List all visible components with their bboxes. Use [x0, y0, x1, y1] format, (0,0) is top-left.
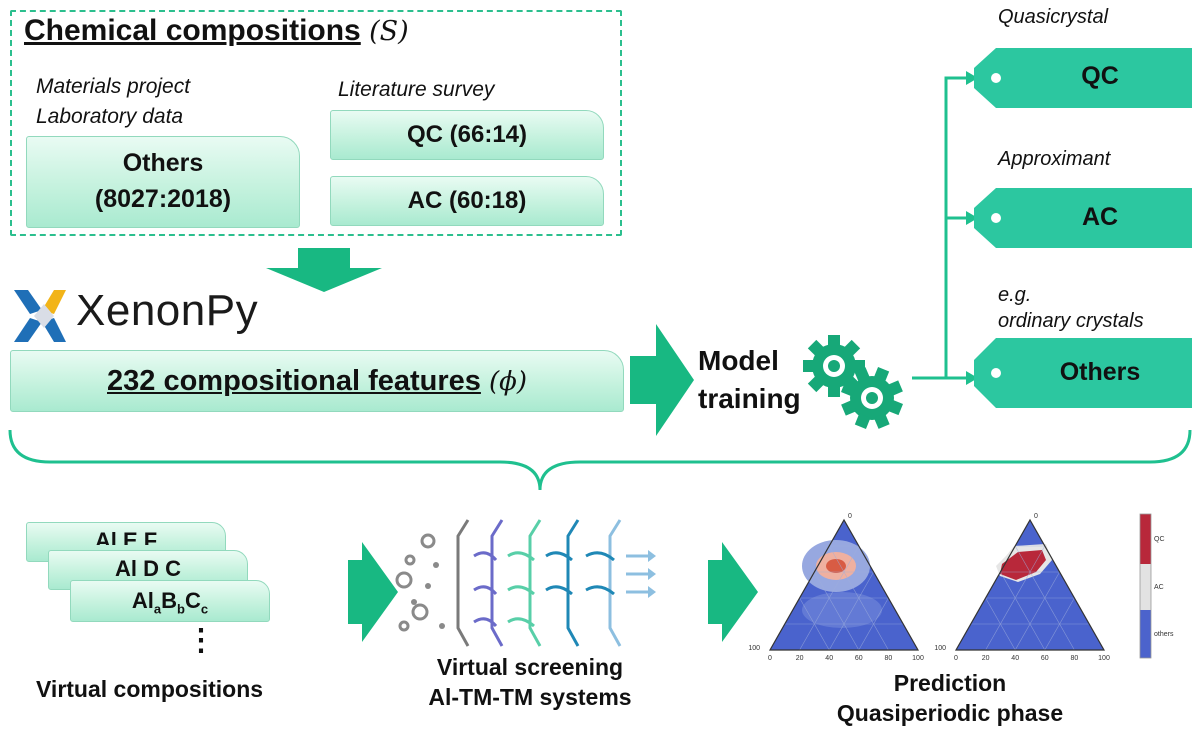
ac-data-card: AC (60:18) — [330, 176, 604, 226]
screening-to-prediction-arrow — [708, 542, 758, 642]
tag-qc-title: QC — [1081, 62, 1119, 90]
legend-others: others — [1154, 631, 1174, 638]
virtual-card-front: AlaBbCc — [70, 580, 270, 622]
compositions-title-wrap: Chemical compositions (S) — [24, 14, 409, 48]
tag-others-title: Others — [1059, 358, 1141, 386]
svg-text:60: 60 — [1041, 655, 1049, 662]
svg-text:100: 100 — [748, 645, 760, 652]
prediction-line1: Prediction — [893, 670, 1007, 696]
svg-text:40: 40 — [1011, 655, 1019, 662]
svg-text:80: 80 — [1071, 655, 1079, 662]
grouping-brace — [8, 429, 1192, 491]
virtual-ellipsis: ⋮ — [186, 624, 216, 657]
screening-line1: Virtual screening — [436, 654, 624, 680]
data-sources: Materials project Laboratory data — [36, 72, 190, 132]
output-tags — [974, 48, 1192, 408]
virtual-card-back-text: Al E F — [94, 528, 158, 545]
model-line1: Model — [698, 345, 779, 376]
tag-others-shape — [974, 338, 1192, 408]
virtual-compositions-caption: Virtual compositions — [36, 676, 264, 702]
formula-sub-a: a — [153, 601, 162, 617]
compositions-to-screening-arrow — [348, 542, 398, 642]
literature-survey-label: Literature survey — [338, 78, 495, 101]
formula-sub-c: c — [200, 601, 209, 617]
prediction-caption: Prediction Quasiperiodic phase — [820, 668, 1080, 728]
compositions-symbol: (S) — [369, 16, 409, 47]
label-ordinary-crystals: e.g. ordinary crystals — [998, 282, 1144, 334]
down-arrow — [266, 248, 382, 292]
svg-text:100: 100 — [1098, 655, 1110, 662]
screening-line2: Al-TM-TM systems — [428, 684, 632, 710]
source-laboratory-data: Laboratory data — [36, 105, 184, 128]
label-approximant: Approximant — [998, 148, 1111, 170]
xenonpy-logo-icon — [14, 290, 66, 342]
legend-ac: AC — [1154, 584, 1164, 591]
svg-text:0: 0 — [954, 655, 958, 662]
prediction-line2: Quasiperiodic phase — [836, 700, 1064, 726]
label-ordinary: ordinary crystals — [998, 310, 1144, 332]
svg-text:40: 40 — [825, 655, 833, 662]
ternary-plot-predicted — [768, 518, 920, 651]
formula-b: B — [161, 588, 178, 613]
svg-text:100: 100 — [934, 645, 946, 652]
xenonpy-name: XenonPy — [76, 286, 259, 335]
chemical-compositions-box — [10, 10, 622, 236]
ternary-ticks-2: 0 20 40 60 80 100 0 100 — [934, 513, 1110, 662]
tag-ac-shape — [974, 188, 1192, 248]
label-eg: e.g. — [998, 284, 1032, 306]
others-card-count: (8027:2018) — [94, 185, 232, 213]
qc-data-card: QC (66:14) — [330, 110, 604, 160]
features-card: 232 compositional features (ϕ) — [10, 350, 624, 412]
others-data-card: Others (8027:2018) — [26, 136, 300, 228]
source-materials-project: Materials project — [36, 75, 191, 98]
features-symbol: (ϕ) — [488, 367, 527, 397]
output-connector — [912, 76, 966, 380]
svg-text:0: 0 — [1034, 513, 1038, 520]
compositions-title: Chemical compositions — [24, 14, 361, 47]
ternary-plot-classified — [954, 518, 1106, 651]
qc-card-text: QC (66:14) — [406, 121, 528, 148]
gear-icon — [803, 335, 903, 429]
formula-c: C — [184, 588, 201, 613]
tag-qc-shape — [974, 48, 1192, 108]
filter-icon — [395, 519, 656, 647]
others-card-title: Others — [122, 149, 204, 177]
ac-card-text: AC (60:18) — [407, 187, 527, 214]
legend-qc: QC — [1154, 536, 1165, 543]
features-text: 232 compositional features — [107, 365, 481, 397]
phase-colorbar: QC AC others — [1139, 513, 1174, 659]
svg-text:0: 0 — [848, 513, 852, 520]
tag-ac-title: AC — [1081, 203, 1119, 231]
features-to-model-arrow — [630, 324, 694, 436]
svg-text:0: 0 — [768, 655, 772, 662]
formula-sub-b: b — [177, 601, 185, 617]
svg-text:20: 20 — [796, 655, 804, 662]
svg-text:20: 20 — [982, 655, 990, 662]
connector-arrowheads — [966, 71, 978, 385]
virtual-card-front-text: AlaBbCc — [71, 581, 269, 629]
svg-text:100: 100 — [912, 655, 924, 662]
model-line2: training — [698, 383, 801, 414]
svg-text:60: 60 — [855, 655, 863, 662]
virtual-card-mid-text: Al D C — [115, 556, 181, 579]
svg-text:80: 80 — [885, 655, 893, 662]
formula-al: Al — [131, 588, 154, 613]
screening-caption: Virtual screening Al-TM-TM systems — [400, 652, 660, 712]
label-quasicrystal: Quasicrystal — [998, 6, 1109, 28]
ternary-ticks-1: 0 20 40 60 80 100 0 100 — [748, 513, 924, 662]
model-training-label: Model training — [698, 342, 801, 418]
